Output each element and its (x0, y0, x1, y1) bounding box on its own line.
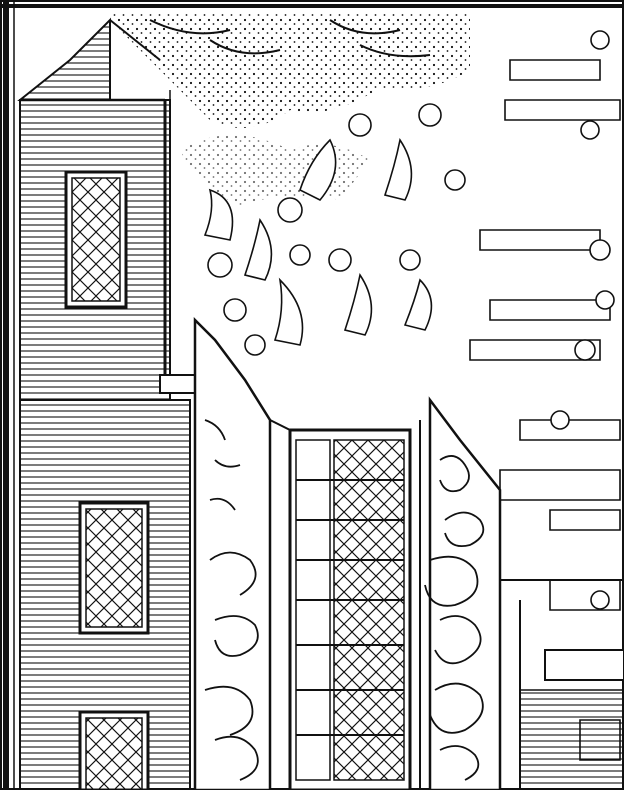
figure-group-upper (203, 103, 466, 356)
door-panels (295, 439, 405, 781)
lattice-window-lower (78, 710, 150, 790)
figure-group-right (469, 30, 621, 531)
lower-right-structure (500, 579, 624, 790)
lattice-window-middle (78, 501, 150, 635)
decorative-scrollwork (204, 419, 485, 781)
crowd-figures (203, 30, 621, 761)
lattice-window-upper (64, 170, 128, 309)
